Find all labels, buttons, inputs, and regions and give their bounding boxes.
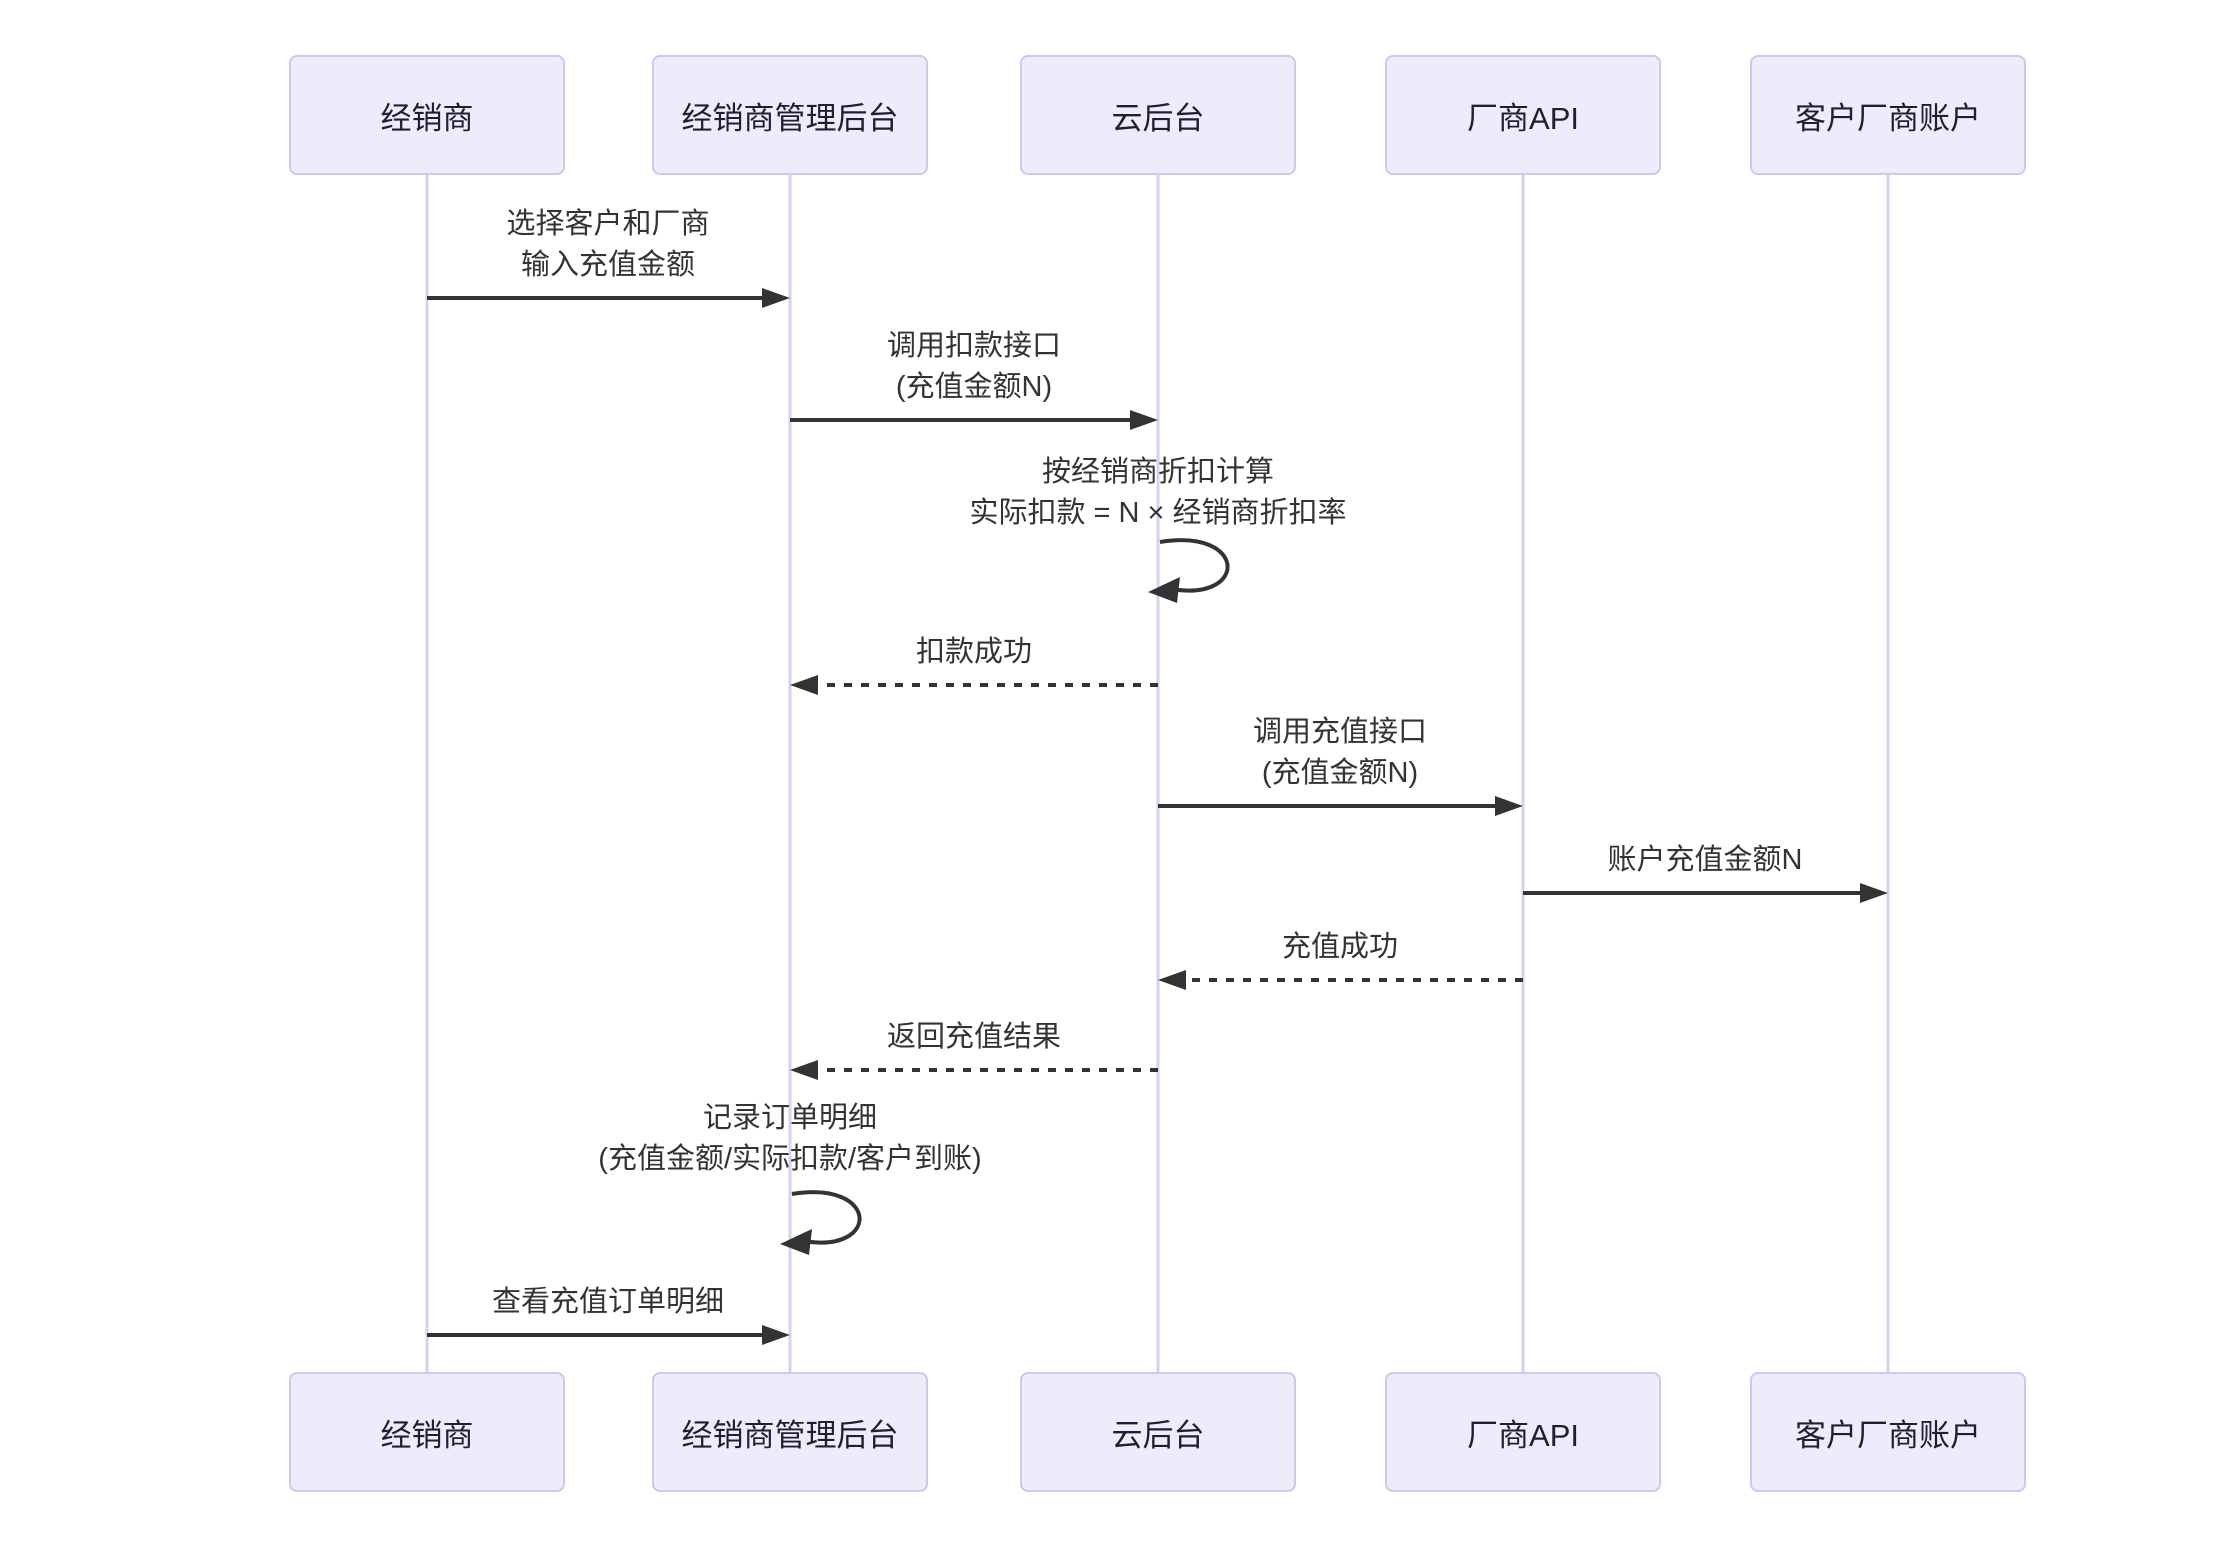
self-loop-cloud xyxy=(1148,538,1230,603)
message-line: 实际扣款 = N × 经销商折扣率 xyxy=(969,497,1347,529)
arrowhead-left-icon xyxy=(790,1060,818,1080)
message-arrow-2 xyxy=(790,410,1158,430)
actor-top-cloud-backend: 云后台 xyxy=(1020,55,1296,175)
message-label-7: 充值成功 xyxy=(1282,927,1398,968)
self-loop-dealer-admin xyxy=(780,1190,862,1255)
message-line: 账户充值金额N xyxy=(1607,844,1803,876)
arrowhead-right-icon xyxy=(1860,883,1888,903)
message-arrow-5 xyxy=(1158,796,1523,816)
actor-top-customer-vendor-account: 客户厂商账户 xyxy=(1750,55,2026,175)
message-line: 查看充值订单明细 xyxy=(491,1286,725,1318)
arrowhead-right-icon xyxy=(762,1325,790,1345)
message-line: (充值金额/实际扣款/客户到账) xyxy=(598,1143,982,1175)
message-line: 调用充值接口 xyxy=(1252,716,1428,748)
message-line: 记录订单明细 xyxy=(702,1102,877,1134)
message-label-10: 查看充值订单明细 xyxy=(492,1282,724,1323)
message-line: 充值成功 xyxy=(1281,931,1399,963)
message-arrow-7 xyxy=(1158,970,1523,990)
message-label-4: 扣款成功 xyxy=(916,632,1032,673)
message-line: (充值金额N) xyxy=(895,371,1053,403)
message-arrow-4 xyxy=(790,675,1158,695)
arrowhead-left-icon xyxy=(1148,577,1180,603)
arrowhead-right-icon xyxy=(1130,410,1158,430)
message-label-2: 调用扣款接口 (充值金额N) xyxy=(887,326,1061,408)
message-label-8: 返回充值结果 xyxy=(887,1017,1061,1058)
message-label-6: 账户充值金额N xyxy=(1608,840,1803,881)
message-line: 调用扣款接口 xyxy=(886,330,1062,362)
message-arrow-10 xyxy=(427,1325,790,1345)
message-line: 输入充值金额 xyxy=(520,249,696,281)
actor-bottom-vendor-api: 厂商API xyxy=(1385,1372,1661,1492)
message-label-5: 调用充值接口 (充值金额N) xyxy=(1253,712,1427,794)
message-line: 扣款成功 xyxy=(915,636,1033,668)
message-arrow-8 xyxy=(790,1060,1158,1080)
message-line: 按经销商折扣计算 xyxy=(1041,456,1275,488)
message-line: 返回充值结果 xyxy=(886,1021,1062,1053)
actor-bottom-cloud-backend: 云后台 xyxy=(1020,1372,1296,1492)
actor-top-dealer-admin: 经销商管理后台 xyxy=(652,55,928,175)
arrowhead-left-icon xyxy=(780,1229,812,1255)
message-label-9: 记录订单明细 (充值金额/实际扣款/客户到账) xyxy=(598,1098,981,1180)
actor-bottom-customer-vendor-account: 客户厂商账户 xyxy=(1750,1372,2026,1492)
actor-top-dealer: 经销商 xyxy=(289,55,565,175)
arrowhead-right-icon xyxy=(1495,796,1523,816)
arrowhead-left-icon xyxy=(1158,970,1186,990)
arrowhead-left-icon xyxy=(790,675,818,695)
actor-bottom-dealer-admin: 经销商管理后台 xyxy=(652,1372,928,1492)
actor-top-vendor-api: 厂商API xyxy=(1385,55,1661,175)
actor-bottom-dealer: 经销商 xyxy=(289,1372,565,1492)
lifelines xyxy=(425,175,1890,1372)
message-line: (充值金额N) xyxy=(1261,757,1419,789)
message-line: 选择客户和厂商 xyxy=(506,208,710,240)
message-arrow-6 xyxy=(1523,883,1888,903)
arrowhead-right-icon xyxy=(762,288,790,308)
message-label-1: 选择客户和厂商 输入充值金额 xyxy=(506,204,709,286)
message-arrow-1 xyxy=(427,288,790,308)
message-label-3: 按经销商折扣计算 实际扣款 = N × 经销商折扣率 xyxy=(969,452,1346,534)
